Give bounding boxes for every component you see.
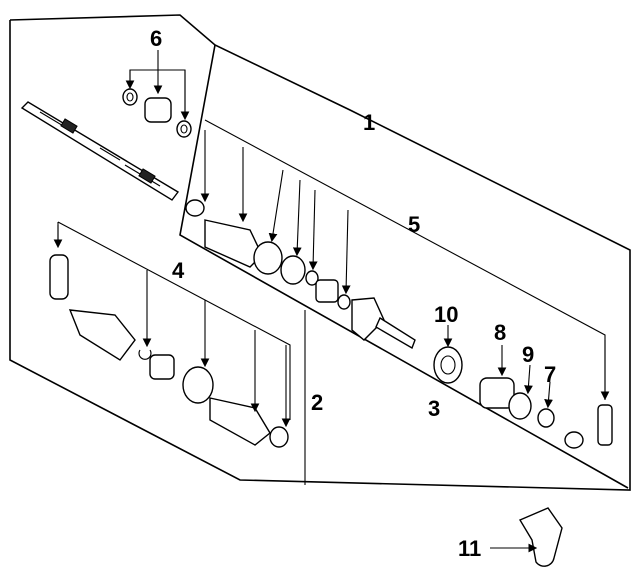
callout-1: 1 — [363, 110, 375, 135]
assembly-1-frame — [179, 44, 629, 489]
outer-joint-parts — [49, 225, 291, 448]
assembly-frame — [9, 14, 631, 491]
callout-2: 2 — [311, 390, 323, 415]
callout-9: 9 — [522, 342, 534, 367]
callout-6: 6 — [150, 26, 162, 51]
callout-5: 5 — [408, 212, 420, 237]
callout-11: 11 — [458, 536, 481, 561]
callout-8: 8 — [494, 320, 506, 345]
group-6-parts — [122, 50, 192, 138]
callout-10: 10 — [434, 302, 458, 327]
bearing-parts — [433, 325, 613, 449]
bracket-part-11 — [490, 507, 563, 567]
callout-3: 3 — [428, 396, 440, 421]
inner-joint-parts — [185, 130, 416, 350]
axle-shaft — [20, 101, 180, 201]
callout-4: 4 — [172, 258, 185, 283]
callout-7: 7 — [544, 362, 556, 387]
